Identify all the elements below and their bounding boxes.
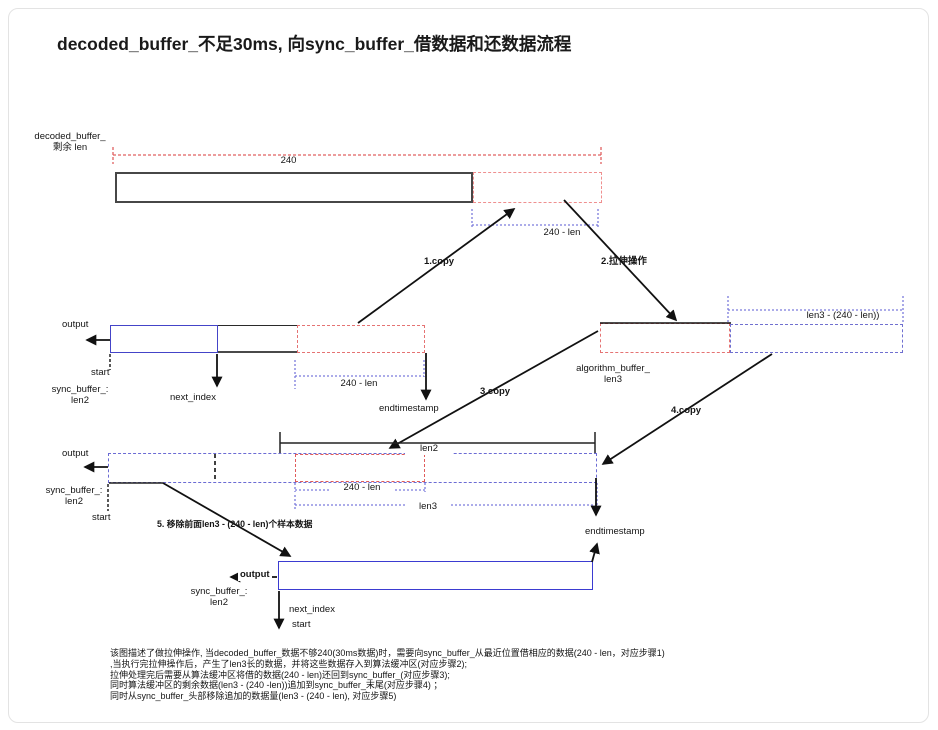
- decoded-buffer-rect: [115, 172, 473, 203]
- sync-buffer-len-borrow: len2: [71, 394, 89, 406]
- sync-return-rect: [108, 453, 597, 483]
- step1-label: 1.copy: [424, 256, 455, 267]
- sync-buffer-name-return: sync_buffer_:: [45, 485, 103, 496]
- sync-buffer-label-borrow: sync_buffer_: len2: [46, 384, 114, 407]
- decoded-buffer-label-line2: 剩余 len: [52, 141, 88, 153]
- description-line: 同时算法缓冲区的剩余数据(len3 - (240 -len))追加到sync_b…: [110, 680, 443, 691]
- algorithm-buffer-borrowed-rect: [600, 323, 730, 353]
- bracket-len3-remain-label: len3 - (240 - len)): [806, 310, 880, 321]
- output-label-return: output: [62, 448, 89, 459]
- sync-borrow-output-rect: [110, 325, 218, 353]
- decoded-missing-region-rect: [473, 172, 602, 203]
- next-index-label-borrow: next_index: [170, 392, 216, 403]
- sync-buffer-name-final: sync_buffer_:: [190, 586, 248, 597]
- description-block: 该图描述了做拉伸操作, 当decoded_buffer_数据不够240(30ms…: [110, 648, 665, 702]
- algorithm-buffer-label: algorithm_buffer_ len3: [558, 363, 668, 386]
- algorithm-buffer-name: algorithm_buffer_: [576, 363, 650, 374]
- start-label-borrow: start: [91, 367, 110, 378]
- endtimestamp-label-return: endtimestamp: [585, 526, 645, 537]
- sync-return-returned-region-rect: [295, 454, 425, 482]
- output-label-final: output: [238, 569, 272, 581]
- decoded-buffer-label-line1: decoded_buffer_: [34, 131, 106, 142]
- bracket-240-len-return-label: 240 - len: [330, 482, 394, 494]
- bracket-len2-label: len2: [405, 443, 453, 455]
- description-line: 拉伸处理完后需要从算法缓冲区将借的数据(240 - len)还回到sync_bu…: [110, 669, 450, 680]
- bracket-len3-label: len3: [406, 501, 450, 513]
- description-line: ,当执行完拉伸操作后，产生了len3长的数据，并将这些数据存入到算法缓冲区(对应…: [110, 658, 468, 669]
- bracket-240-len-borrow-label: 240 - len: [340, 378, 378, 389]
- sync-buffer-len-final: len2: [210, 596, 228, 608]
- sync-buffer-label-final: sync_buffer_: len2: [184, 586, 254, 609]
- start-label-return: start: [92, 512, 111, 523]
- algorithm-buffer-len: len3: [604, 373, 622, 385]
- next-index-label-final: next_index: [289, 604, 335, 615]
- endtimestamp-label-borrow: endtimestamp: [379, 403, 439, 414]
- step3-label: 3.copy: [480, 386, 511, 397]
- page-title: decoded_buffer_不足30ms, 向sync_buffer_借数据和…: [57, 34, 572, 54]
- decoded-buffer-label: decoded_buffer_ 剩余 len: [25, 131, 115, 154]
- description-line: 该图描述了做拉伸操作, 当decoded_buffer_数据不够240(30ms…: [110, 648, 665, 658]
- sync-buffer-label-return: sync_buffer_: len2: [40, 485, 108, 508]
- page-frame: [8, 8, 929, 723]
- bracket-240-label: 240: [280, 155, 297, 166]
- sync-borrow-mid-rect: [218, 325, 297, 353]
- algorithm-buffer-remainder-rect: [730, 324, 903, 353]
- description-line: 同时从sync_buffer_头部移除追加的数据量(len3 - (240 - …: [110, 691, 397, 702]
- step2-label: 2.拉伸操作: [601, 256, 647, 267]
- sync-buffer-name-borrow: sync_buffer_:: [51, 384, 109, 395]
- sync-buffer-len-return: len2: [65, 495, 83, 507]
- bracket-240-len-top-label: 240 - len: [543, 227, 581, 238]
- step4-label: 4.copy: [671, 405, 702, 416]
- sync-final-rect: [278, 561, 593, 590]
- start-label-final: start: [292, 619, 311, 630]
- step5-label: 5. 移除前面len3 - (240 - len)个样本数据: [157, 519, 313, 529]
- output-label-borrow: output: [62, 319, 89, 330]
- sync-borrow-lent-region-rect: [297, 325, 425, 353]
